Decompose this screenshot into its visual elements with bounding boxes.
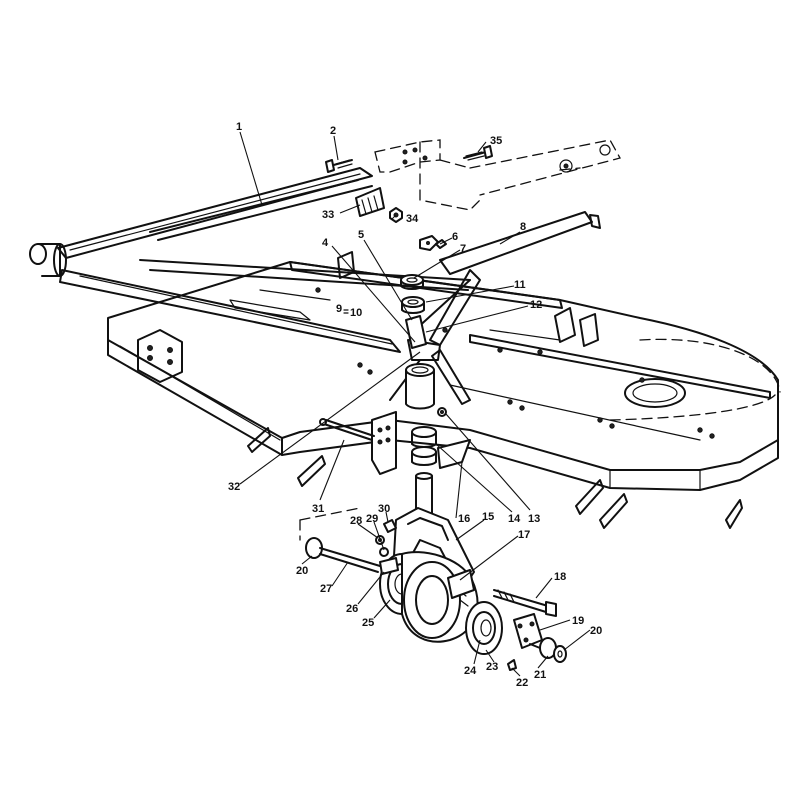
- callout-14: 14: [508, 513, 521, 525]
- callout-labels: 1 2 35 33 34 4 5 6 7 8 11 12 13 14 15 16…: [228, 121, 602, 689]
- callout-17: 17: [518, 529, 530, 541]
- callout-30: 30: [378, 503, 390, 515]
- callout-19: 19: [572, 615, 584, 627]
- callout-22: 22: [516, 677, 528, 689]
- callout-29: 29: [366, 513, 378, 525]
- callout-27: 27: [320, 583, 332, 595]
- mower-deck: [107, 251, 781, 529]
- callout-7: 7: [460, 243, 466, 255]
- callout-13: 13: [528, 513, 540, 525]
- callout-10: 10: [350, 307, 362, 319]
- callout-25: 25: [362, 617, 374, 629]
- callout-11: 11: [514, 279, 526, 291]
- callout-16: 16: [458, 513, 470, 525]
- callout-34: 34: [406, 213, 419, 225]
- caster-pivot-stack: [319, 235, 471, 521]
- callout-1: 1: [236, 121, 242, 133]
- callout-20-left: 20: [296, 565, 308, 577]
- callout-15: 15: [482, 511, 494, 523]
- callout-31: 31: [312, 503, 324, 515]
- callout-32: 32: [228, 481, 240, 493]
- callout-18: 18: [554, 571, 566, 583]
- callout-20-right: 20: [590, 625, 602, 637]
- callout-4: 4: [322, 237, 329, 249]
- bracket-hardware: [325, 145, 493, 223]
- callout-9-10-dash: [343, 309, 349, 314]
- callout-6: 6: [452, 231, 458, 243]
- callout-28: 28: [350, 515, 362, 527]
- callout-2: 2: [330, 125, 336, 137]
- caster-wheel-assembly: [299, 507, 567, 671]
- callout-35: 35: [490, 135, 502, 147]
- callout-33: 33: [322, 209, 334, 221]
- callout-23: 23: [486, 661, 498, 673]
- callout-12: 12: [530, 299, 542, 311]
- callout-21: 21: [534, 669, 546, 681]
- callout-24: 24: [464, 665, 477, 677]
- callout-26: 26: [346, 603, 358, 615]
- callout-5: 5: [358, 229, 364, 241]
- callout-8: 8: [520, 221, 526, 233]
- callout-9: 9: [336, 303, 342, 315]
- leader-lines: [239, 131, 591, 677]
- tractor-mount-bracket: [374, 139, 621, 211]
